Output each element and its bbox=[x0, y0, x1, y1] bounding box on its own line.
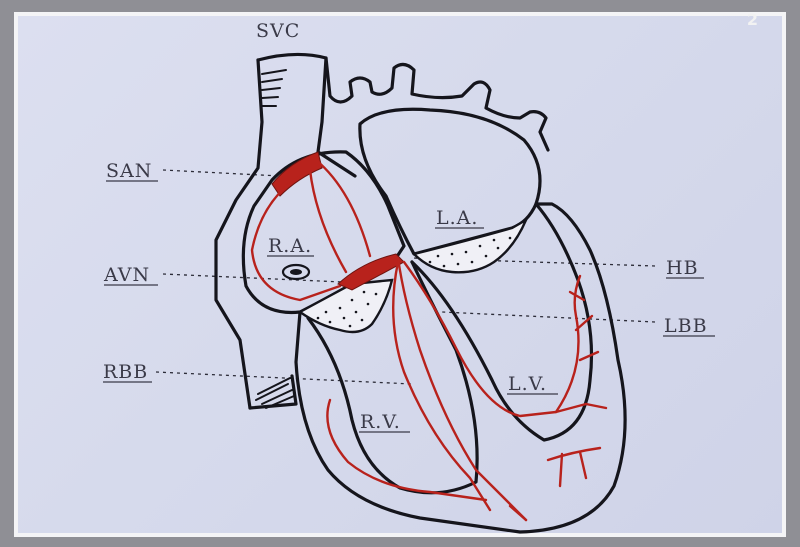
lbb-label: LBB bbox=[664, 315, 708, 337]
avn-label: AVN bbox=[103, 264, 150, 286]
right-ventricle-label: R.V. bbox=[360, 411, 401, 433]
rbb-label: RBB bbox=[103, 361, 148, 383]
left-atrium-label: L.A. bbox=[436, 207, 478, 229]
lbb-guide-line bbox=[442, 312, 655, 322]
san-label: SAN bbox=[106, 160, 152, 182]
svc-label: SVC bbox=[256, 20, 300, 42]
coronary-sinus-opening bbox=[283, 265, 309, 279]
san-guide-line bbox=[163, 170, 280, 176]
avn-guide-line bbox=[163, 274, 342, 282]
superior-vena-cava bbox=[216, 54, 355, 408]
rbb-guide-line bbox=[156, 372, 412, 384]
left-ventricle-label: L.V. bbox=[508, 373, 547, 395]
inferior-vena-cava bbox=[250, 376, 296, 408]
right-atrium-label: R.A. bbox=[268, 235, 312, 257]
conduction-system bbox=[252, 152, 606, 520]
his-bundle-label: HB bbox=[666, 257, 699, 279]
